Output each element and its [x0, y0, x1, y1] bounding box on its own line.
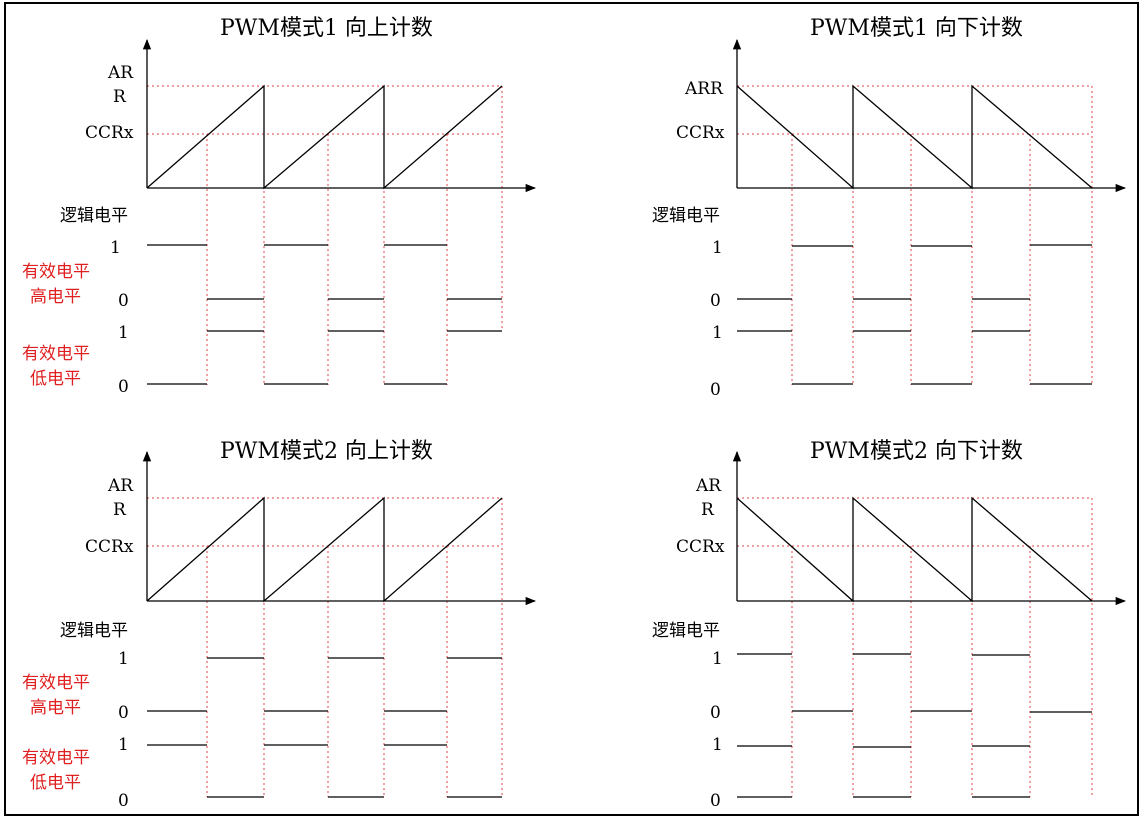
- tick-0: 0: [118, 291, 129, 311]
- active-high-label-2: 高电平: [30, 287, 81, 307]
- ccr-label: CCRx: [676, 123, 725, 143]
- tick-1: 1: [110, 238, 121, 258]
- ccr-label: CCRx: [676, 537, 725, 557]
- arr-label-2: R: [113, 500, 127, 520]
- counter-sawtooth: [142, 38, 537, 193]
- tick-1: 1: [118, 649, 129, 669]
- output-waveforms: [737, 244, 1092, 385]
- tick-1: 1: [712, 238, 723, 258]
- panel-title: PWM模式2 向下计数: [810, 439, 1023, 464]
- arr-label-2: R: [701, 500, 715, 520]
- tick-1: 1: [712, 735, 723, 755]
- panel-mode2-up: PWM模式2 向上计数 AR R CCRx 逻辑电平 1 0 1 0 有效电平 …: [22, 439, 537, 811]
- active-high-label: 有效电平: [22, 262, 90, 282]
- panel-title: PWM模式1 向上计数: [220, 16, 433, 41]
- arr-label: AR: [107, 476, 134, 496]
- tick-0: 0: [118, 791, 129, 811]
- active-low-label: 有效电平: [22, 748, 90, 768]
- panel-title: PWM模式2 向上计数: [220, 439, 433, 464]
- tick-0: 0: [118, 377, 129, 397]
- counter-sawtooth: [732, 450, 1127, 606]
- arr-label: ARR: [684, 79, 724, 99]
- active-low-label-2: 低电平: [30, 369, 81, 389]
- tick-1: 1: [118, 323, 129, 343]
- guide-lines: [147, 85, 503, 385]
- logic-level-label: 逻辑电平: [652, 206, 720, 226]
- guide-lines: [147, 497, 503, 797]
- output-waveforms: [147, 244, 502, 385]
- active-low-label-2: 低电平: [30, 773, 81, 793]
- active-high-label: 有效电平: [22, 673, 90, 693]
- tick-1: 1: [712, 323, 723, 343]
- tick-0: 0: [710, 291, 721, 311]
- tick-1: 1: [712, 649, 723, 669]
- counter-sawtooth: [732, 38, 1127, 193]
- counter-sawtooth: [142, 450, 537, 606]
- output-waveforms: [147, 657, 502, 798]
- guide-lines: [737, 497, 1093, 797]
- panel-mode2-down: PWM模式2 向下计数 AR R CCRx 逻辑电平 1 0 1 0: [652, 439, 1127, 811]
- active-high-label-2: 高电平: [30, 698, 81, 718]
- active-low-label: 有效电平: [22, 344, 90, 364]
- tick-1: 1: [118, 735, 129, 755]
- guide-lines: [737, 85, 1093, 385]
- tick-0: 0: [710, 703, 721, 723]
- panel-mode1-down: PWM模式1 向下计数 ARR CCRx 逻辑电平 1 0 1 0: [652, 16, 1127, 400]
- tick-0: 0: [710, 791, 721, 811]
- logic-level-label: 逻辑电平: [60, 621, 128, 641]
- logic-level-label: 逻辑电平: [60, 206, 128, 226]
- ccr-label: CCRx: [85, 123, 134, 143]
- panel-title: PWM模式1 向下计数: [810, 16, 1023, 41]
- arr-label: AR: [695, 476, 722, 496]
- logic-level-label: 逻辑电平: [652, 621, 720, 641]
- tick-0: 0: [118, 703, 129, 723]
- arr-label-2: R: [113, 87, 127, 107]
- output-waveforms: [737, 653, 1092, 798]
- arr-label: AR: [107, 63, 134, 83]
- ccr-label: CCRx: [85, 537, 134, 557]
- tick-0: 0: [710, 380, 721, 400]
- figure-frame: [4, 2, 1139, 816]
- panel-mode1-up: PWM模式1 向上计数 AR R CCRx 逻辑电平 1 0 1 0 有效电平 …: [22, 16, 537, 397]
